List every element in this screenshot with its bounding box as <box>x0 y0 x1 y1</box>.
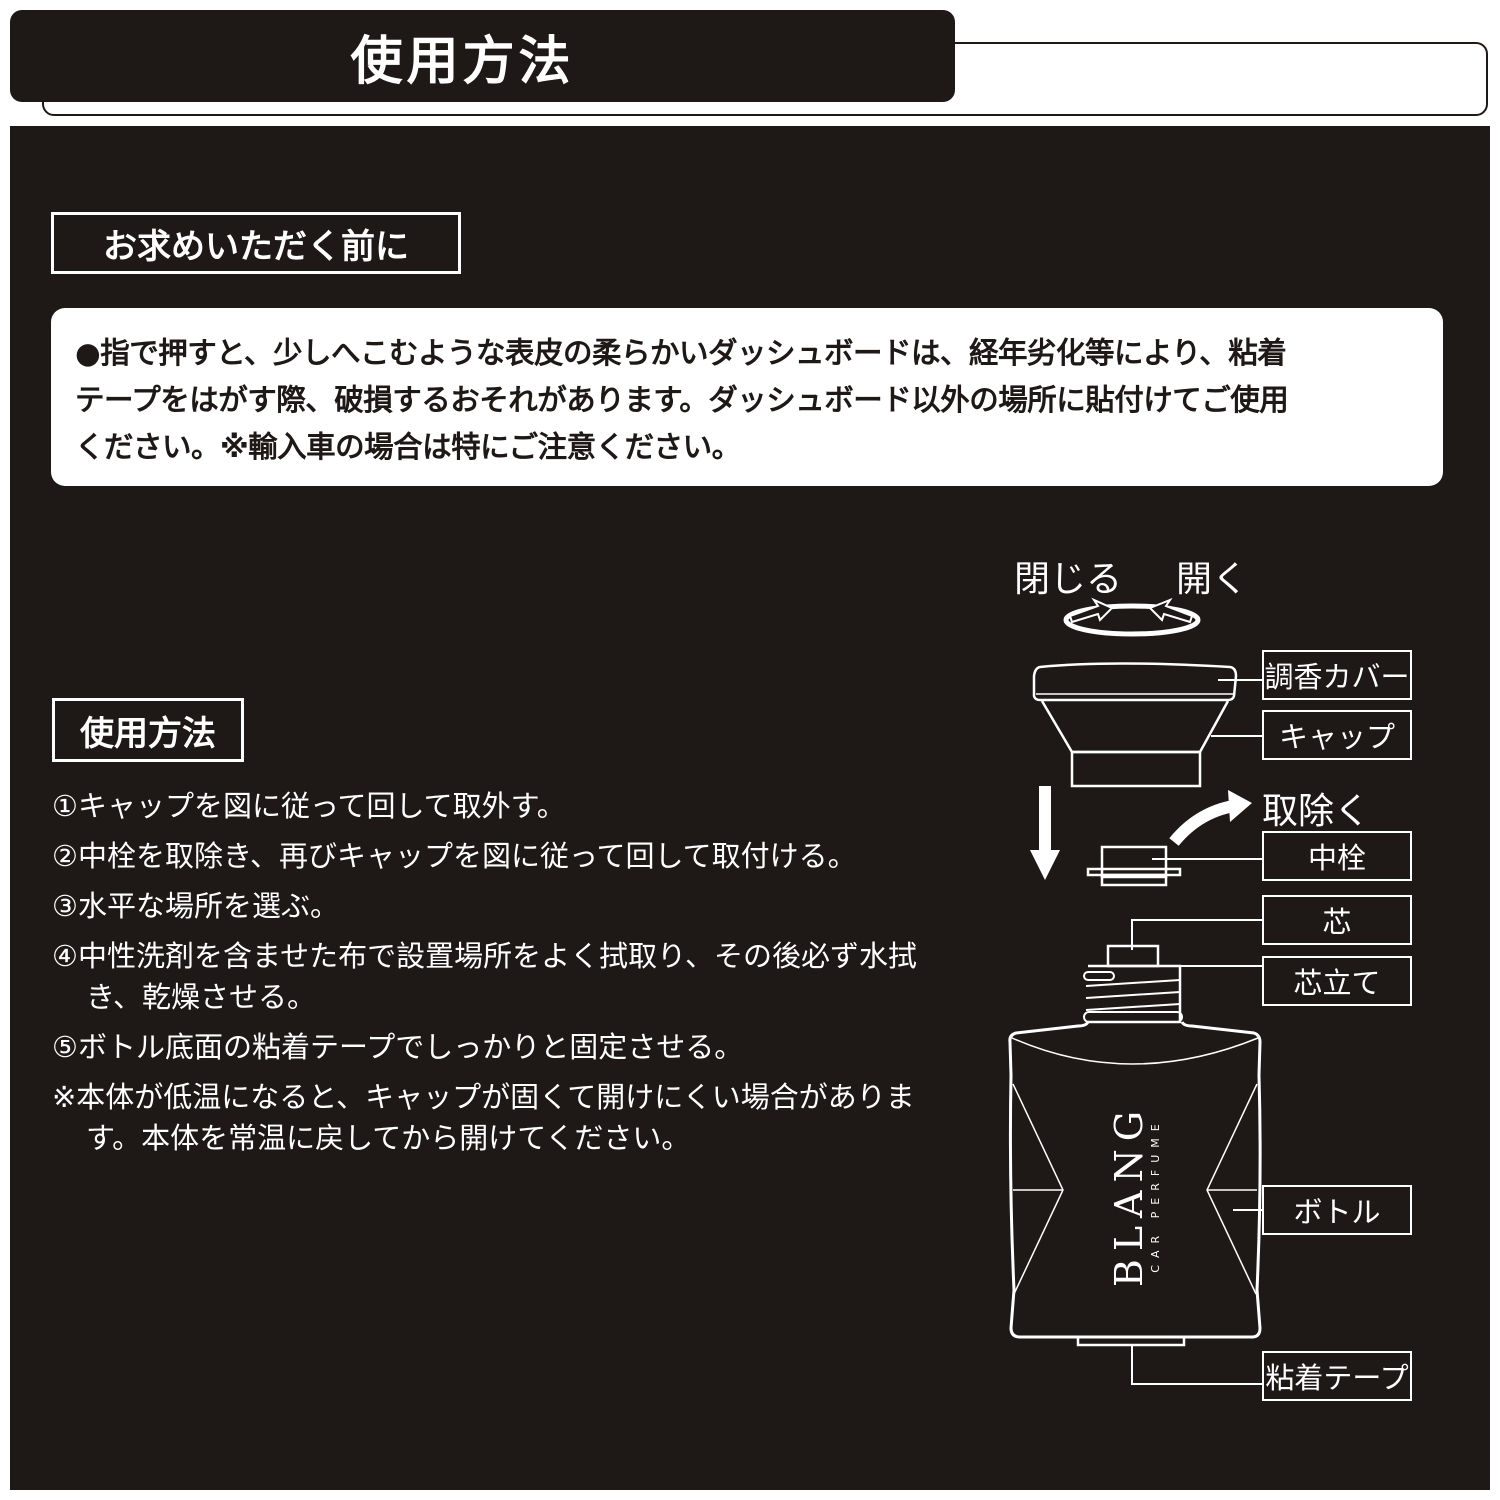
rotation-ring-icon <box>1063 603 1201 637</box>
usage-step: ⑤ボトル底面の粘着テープでしっかりと固定させる。 <box>52 1030 744 1064</box>
usage-step: ①キャップを図に従って回して取外す。 <box>52 789 566 823</box>
usage-step-note: ※本体が低温になると、キャップが固くて開けにくい場合があります。本体を常温に戻し… <box>52 1080 915 1155</box>
brand-subtitle: CAR PERFUME <box>1149 1117 1162 1273</box>
down-arrow-icon <box>1030 786 1060 880</box>
part-label-tape: 粘着テープ <box>1262 1351 1412 1401</box>
notice-line: テープをはがす際、破損するおそれがあります。ダッシュボード以外の場所に貼付けてご… <box>75 383 1289 417</box>
notice-line: ください。※輸入車の場合は特にご注意ください。 <box>75 430 741 464</box>
usage-steps-list: ①キャップを図に従って回して取外す。 ②中栓を取除き、再びキャップを図に従って回… <box>52 786 932 1168</box>
remove-arrow-icon <box>1169 790 1252 846</box>
header-tab: 使用方法 <box>10 10 955 102</box>
part-label-bottle: ボトル <box>1262 1185 1412 1235</box>
usage-step: ④中性洗剤を含ませた布で設置場所をよく拭取り、その後必ず水拭き、乾燥させる。 <box>52 939 917 1014</box>
section-heading-usage: 使用方法 <box>52 698 244 762</box>
brand-logo: BLANG CAR PERFUME <box>1107 1102 1163 1288</box>
close-label: 閉じる <box>1014 559 1123 600</box>
notice-line: ●指で押すと、少しへこむような表皮の柔らかいダッシュボードは、経年劣化等により、… <box>75 336 1287 370</box>
section-heading-before-purchase: お求めいただく前に <box>51 212 461 274</box>
usage-step: ③水平な場所を選ぶ。 <box>52 889 339 923</box>
part-label-cover: 調香カバー <box>1262 650 1412 700</box>
page-title: 使用方法 <box>350 31 575 92</box>
notice-box: ●指で押すと、少しへこむような表皮の柔らかいダッシュボードは、経年劣化等により、… <box>51 308 1443 486</box>
open-label: 開く <box>1176 559 1249 600</box>
brand-name: BLANG <box>1107 1102 1151 1288</box>
part-label-cap: キャップ <box>1262 710 1412 760</box>
remove-label: 取除く <box>1262 791 1371 832</box>
part-label-inner-plug: 中栓 <box>1262 831 1412 881</box>
part-label-wick: 芯 <box>1262 895 1412 945</box>
part-label-wick-stand: 芯立て <box>1262 956 1412 1006</box>
usage-step: ②中栓を取除き、再びキャップを図に従って回して取付ける。 <box>52 839 857 873</box>
